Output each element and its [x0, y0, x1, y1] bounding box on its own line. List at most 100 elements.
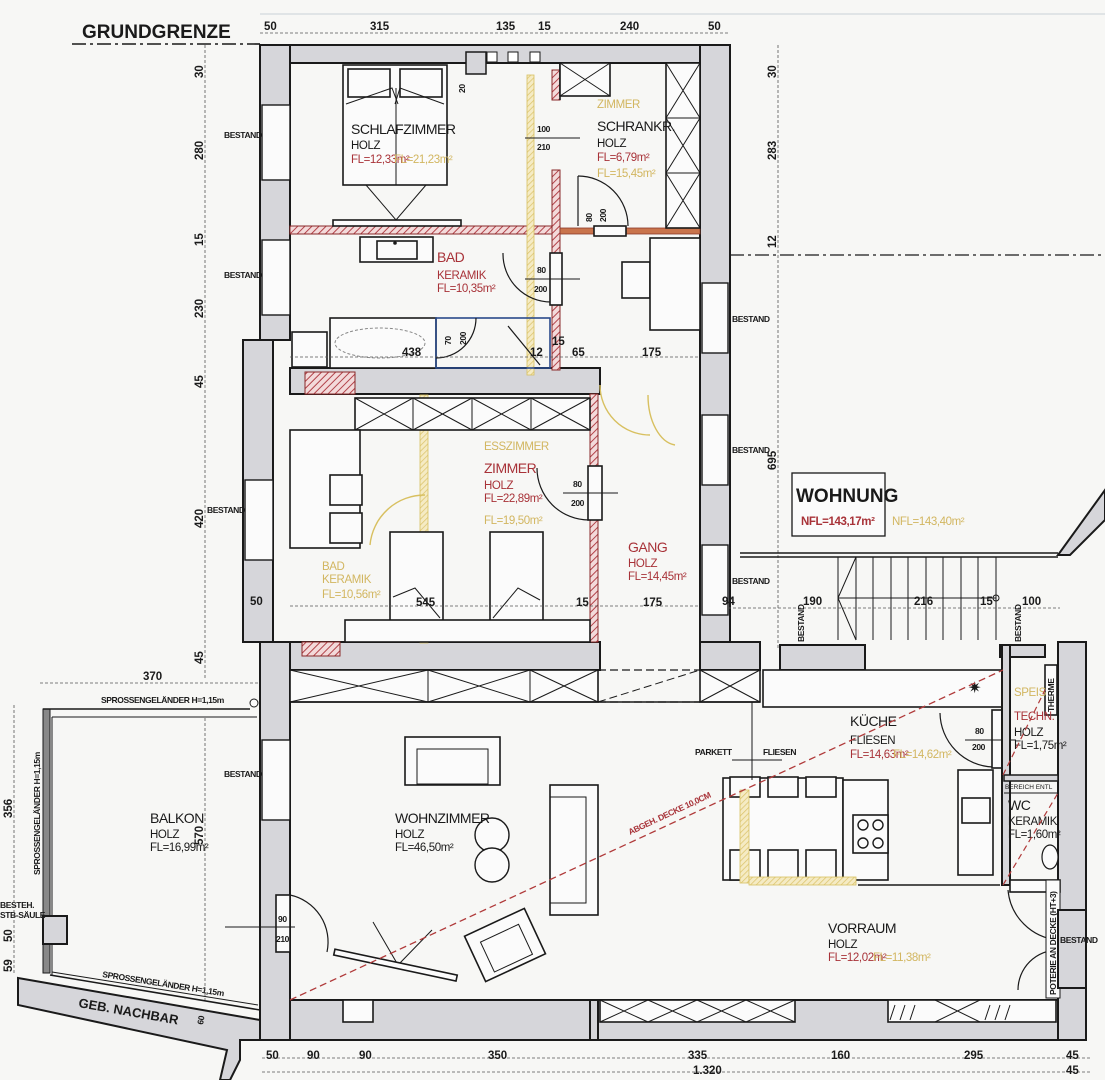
svg-text:FL=22,89m²: FL=22,89m² — [484, 493, 543, 505]
svg-text:FL=46,50m²: FL=46,50m² — [395, 842, 454, 854]
svg-text:1.320: 1.320 — [693, 1065, 722, 1077]
svg-text:94: 94 — [722, 596, 735, 608]
room-technik[interactable]: THERME SPEIS TECHN. HOLZ FL=1,75m² BEREI… — [1001, 644, 1067, 886]
svg-text:45: 45 — [194, 375, 206, 388]
svg-text:WOHNUNG: WOHNUNG — [796, 486, 898, 507]
balcony[interactable]: 370 SPROSSENGELÄNDER H=1,15m SPROSSENGEL… — [0, 671, 261, 1011]
svg-text:SPROSSENGELÄNDER H=1,15m: SPROSSENGELÄNDER H=1,15m — [101, 695, 225, 705]
room-bad[interactable]: BAD KERAMIK FL=10,35m² 80 200 70 200 438… — [290, 236, 700, 369]
svg-text:TECHN.: TECHN. — [1014, 711, 1055, 723]
svg-text:FLIESEN: FLIESEN — [850, 735, 895, 747]
svg-text:FL=14,62m²: FL=14,62m² — [893, 749, 952, 761]
right-dimensions: 30 283 12 695 — [730, 45, 1105, 650]
svg-text:BEREICH ENTL: BEREICH ENTL — [1005, 784, 1053, 791]
svg-text:30: 30 — [194, 65, 206, 78]
svg-text:695: 695 — [767, 450, 779, 470]
svg-text:438: 438 — [402, 347, 422, 359]
room-gang[interactable]: GANG HOLZ FL=14,45m² — [599, 237, 701, 583]
svg-text:POTERIE AN DECKE (HT+3): POTERIE AN DECKE (HT+3) — [1048, 891, 1058, 995]
svg-text:335: 335 — [688, 1050, 708, 1062]
svg-text:15: 15 — [538, 21, 551, 33]
left-dimensions: 30 280 15 230 45 420 45 — [194, 45, 206, 680]
svg-text:370: 370 — [143, 671, 162, 683]
chimney-flues — [486, 51, 541, 63]
svg-text:BALKON: BALKON — [150, 810, 204, 826]
svg-text:BESTAND: BESTAND — [732, 314, 770, 324]
svg-text:190: 190 — [803, 596, 822, 608]
svg-text:BESTAND: BESTAND — [732, 445, 770, 455]
svg-text:45: 45 — [194, 651, 206, 664]
svg-text:HOLZ: HOLZ — [395, 829, 424, 841]
svg-text:15: 15 — [552, 336, 565, 348]
svg-text:FL=12,02m²: FL=12,02m² — [828, 952, 887, 964]
svg-text:BAD: BAD — [437, 249, 465, 265]
svg-text:BESTAND: BESTAND — [224, 130, 262, 140]
svg-text:ZIMMER: ZIMMER — [597, 99, 640, 111]
room-wc[interactable]: WC KERAMIK FL=1,60m² — [1002, 689, 1061, 886]
svg-text:GANG: GANG — [628, 539, 667, 555]
svg-text:SCHLAFZIMMER: SCHLAFZIMMER — [351, 121, 456, 137]
svg-text:KÜCHE: KÜCHE — [850, 712, 897, 729]
svg-text:PARKETT: PARKETT — [695, 747, 733, 757]
room-zimmer[interactable]: ESSZIMMER ZIMMER HOLZ FL=22,89m² FL=19,5… — [250, 429, 700, 643]
svg-text:KERAMIK: KERAMIK — [322, 574, 372, 586]
svg-text:WC: WC — [1008, 797, 1031, 813]
svg-text:295: 295 — [964, 1050, 984, 1062]
svg-text:HOLZ: HOLZ — [351, 140, 380, 152]
svg-text:15: 15 — [194, 233, 206, 246]
svg-text:200: 200 — [972, 742, 986, 752]
svg-text:230: 230 — [194, 299, 206, 318]
svg-text:STB-SÄULE: STB-SÄULE — [0, 910, 46, 920]
svg-text:200: 200 — [571, 498, 585, 508]
room-kueche[interactable]: ✷ PARKETT FLIESEN KÜCHE FLIESEN FL=14,63… — [695, 669, 1016, 886]
svg-text:BESTAND: BESTAND — [207, 505, 245, 515]
room-vorraum[interactable]: POTERIE AN DECKE (HT+3) BESTAND VORRAUM … — [342, 879, 1098, 1023]
svg-text:BESTAND: BESTAND — [224, 270, 262, 280]
svg-text:545: 545 — [416, 597, 436, 609]
svg-text:90: 90 — [278, 914, 287, 924]
svg-text:50: 50 — [3, 929, 15, 942]
svg-text:HOLZ: HOLZ — [484, 480, 513, 492]
svg-text:50: 50 — [266, 1050, 279, 1062]
svg-text:45: 45 — [1066, 1050, 1079, 1062]
svg-text:80: 80 — [584, 213, 594, 222]
svg-text:570: 570 — [194, 826, 206, 845]
svg-text:FL=19,50m²: FL=19,50m² — [484, 515, 543, 527]
svg-text:BESTAND: BESTAND — [732, 576, 770, 586]
property-boundary-title: GRUNDGRENZE — [72, 13, 1105, 45]
bottom-dimensions: 50 90 90 350 335 160 295 45 1.320 45 — [262, 1050, 1090, 1077]
svg-text:200: 200 — [458, 331, 468, 345]
svg-text:HOLZ: HOLZ — [828, 939, 857, 951]
svg-text:HOLZ: HOLZ — [628, 558, 657, 570]
svg-text:NFL=143,40m²: NFL=143,40m² — [892, 516, 965, 528]
room-schlafzimmer[interactable]: SCHLAFZIMMER HOLZ FL=12,33m² FL=21,23m² … — [332, 64, 467, 227]
svg-text:420: 420 — [194, 509, 206, 528]
svg-text:90: 90 — [307, 1050, 320, 1062]
svg-text:BESTAND: BESTAND — [1013, 604, 1023, 642]
svg-text:VORRAUM: VORRAUM — [828, 920, 896, 936]
title-grundgrenze: GRUNDGRENZE — [82, 22, 231, 43]
svg-text:FL=12,33m²: FL=12,33m² — [351, 154, 410, 166]
svg-text:90: 90 — [359, 1050, 372, 1062]
svg-text:FL=15,45m²: FL=15,45m² — [597, 168, 656, 180]
svg-text:45: 45 — [1066, 1065, 1079, 1077]
svg-text:FL=21,23m²: FL=21,23m² — [394, 154, 453, 166]
svg-text:50: 50 — [250, 596, 263, 608]
svg-text:135: 135 — [496, 21, 516, 33]
svg-text:HOLZ: HOLZ — [597, 138, 626, 150]
svg-text:WOHNZIMMER: WOHNZIMMER — [395, 810, 490, 826]
svg-text:12: 12 — [530, 347, 543, 359]
svg-text:356: 356 — [3, 799, 15, 818]
svg-text:283: 283 — [767, 141, 779, 160]
room-schrankraum[interactable]: ZIMMER SCHRANKR. HOLZ FL=6,79m² FL=15,45… — [525, 99, 675, 237]
neighbour-building: GEB. NACHBAR 60 — [17, 976, 261, 1080]
room-wohnzimmer[interactable]: WOHNZIMMER HOLZ FL=46,50m² 90 210 — [225, 736, 599, 983]
svg-text:KERAMIK: KERAMIK — [437, 270, 487, 282]
windows-right: BESTAND BESTAND BESTAND — [701, 282, 770, 616]
svg-text:SPEIS: SPEIS — [1014, 687, 1047, 699]
svg-text:200: 200 — [598, 208, 608, 222]
svg-text:12: 12 — [767, 235, 779, 248]
svg-text:BESTAND: BESTAND — [1060, 935, 1098, 945]
svg-text:210: 210 — [537, 142, 551, 152]
